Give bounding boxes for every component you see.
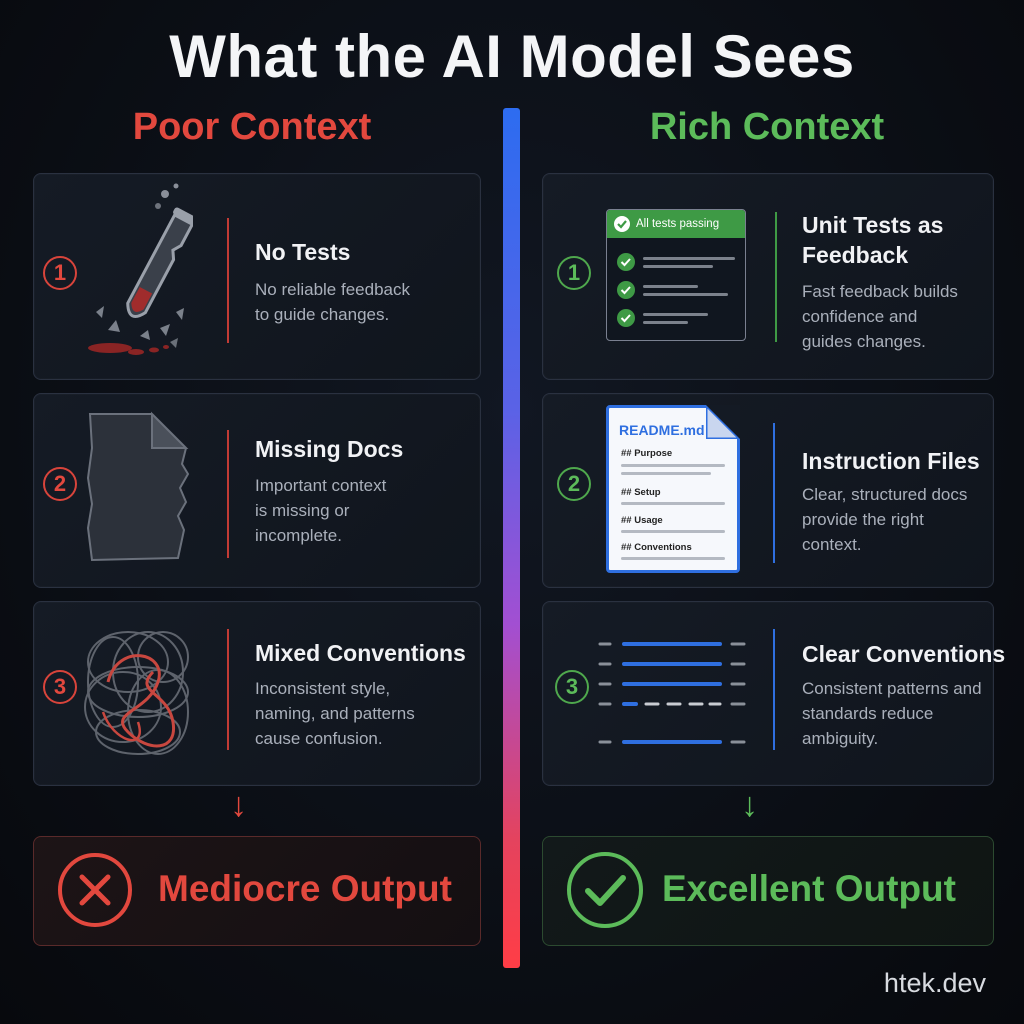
aligned-lines-icon <box>598 642 746 744</box>
desc-line: confidence and <box>802 307 918 326</box>
card-title: Unit Tests as Feedback <box>802 210 943 270</box>
desc-line: is missing or <box>255 501 350 520</box>
card-title: Mixed Conventions <box>255 640 466 666</box>
rich-card-clear-conventions <box>542 601 994 786</box>
text-line <box>621 464 725 467</box>
accent-line <box>773 423 775 563</box>
accent-line <box>775 212 777 342</box>
page-title: What the AI Model Sees <box>169 23 855 90</box>
test-rows <box>617 253 735 327</box>
desc-line: Consistent patterns and <box>802 679 982 698</box>
page-fold-icon <box>706 405 740 439</box>
desc-line: ambiguity. <box>802 729 879 748</box>
readme-document-icon: README.md ## Purpose ## Setup ## Usage #… <box>606 405 740 573</box>
text-line <box>621 530 725 533</box>
accent-line <box>227 218 229 343</box>
down-arrow-icon: ↓ <box>230 786 247 824</box>
step-number-badge: 3 <box>555 670 589 704</box>
x-circle-icon <box>58 853 132 927</box>
desc-line: Clear, structured docs <box>802 485 968 504</box>
desc-line: guides changes. <box>802 332 926 351</box>
accent-line <box>227 430 229 558</box>
poor-card-mixed-conventions <box>33 601 481 786</box>
desc-line: to guide changes. <box>255 305 390 324</box>
tests-panel-header-text: All tests passing <box>636 218 720 230</box>
desc-line: No reliable feedback <box>255 280 410 299</box>
desc-line: Inconsistent style, <box>255 679 391 698</box>
passing-tests-icon: All tests passing <box>606 209 746 341</box>
tests-panel-header: All tests passing <box>607 210 745 238</box>
text-line <box>621 557 725 560</box>
card-title: Instruction Files <box>802 448 980 474</box>
excellent-output-box <box>542 836 994 946</box>
card-title: No Tests <box>255 239 351 265</box>
rich-context-heading: Rich Context <box>649 106 885 148</box>
card-description: Clear, structured docs provide the right… <box>802 482 967 557</box>
excellent-output-label: Excellent Output <box>662 868 956 909</box>
check-circle-icon <box>614 216 630 232</box>
readme-filename: README.md <box>619 422 705 438</box>
mediocre-output-box <box>33 836 481 946</box>
accent-line <box>227 629 229 750</box>
readme-section: ## Usage <box>621 515 663 526</box>
torn-document-icon <box>86 411 190 562</box>
check-circle-icon <box>567 852 643 928</box>
desc-line: naming, and patterns <box>255 704 415 723</box>
desc-line: Important context <box>255 476 387 495</box>
readme-section: ## Setup <box>621 487 661 498</box>
title-line: Unit Tests as <box>802 212 944 238</box>
poor-context-heading: Poor Context <box>132 106 372 148</box>
card-description: Consistent patterns and standards reduce… <box>802 676 982 751</box>
card-description: Inconsistent style, naming, and patterns… <box>255 676 415 751</box>
step-number-badge: 3 <box>43 670 77 704</box>
desc-line: context. <box>802 535 862 554</box>
step-number-badge: 2 <box>43 467 77 501</box>
card-description: No reliable feedback to guide changes. <box>255 277 410 327</box>
mediocre-output-label: Mediocre Output <box>158 868 452 909</box>
card-title: Missing Docs <box>255 436 404 462</box>
desc-line: standards reduce <box>802 704 934 723</box>
step-number-badge: 1 <box>43 256 77 290</box>
card-description: Fast feedback builds confidence and guid… <box>802 279 958 354</box>
broken-test-tube-icon <box>88 183 193 355</box>
desc-line: Fast feedback builds <box>802 282 958 301</box>
tangled-lines-icon <box>84 631 189 755</box>
down-arrow-icon: ↓ <box>741 786 758 824</box>
accent-line <box>773 629 775 750</box>
desc-line: provide the right <box>802 510 924 529</box>
desc-line: incomplete. <box>255 526 342 545</box>
card-description: Important context is missing or incomple… <box>255 473 386 548</box>
desc-line: cause confusion. <box>255 729 383 748</box>
step-number-badge: 2 <box>557 467 591 501</box>
text-line <box>621 472 711 475</box>
title-line: Feedback <box>802 242 909 268</box>
brand-watermark: htek.dev <box>883 968 986 998</box>
gradient-divider <box>503 108 520 968</box>
text-line <box>621 502 725 505</box>
card-title: Clear Conventions <box>802 641 1006 667</box>
step-number-badge: 1 <box>557 256 591 290</box>
readme-section: ## Conventions <box>621 542 692 553</box>
readme-section: ## Purpose <box>621 448 673 459</box>
